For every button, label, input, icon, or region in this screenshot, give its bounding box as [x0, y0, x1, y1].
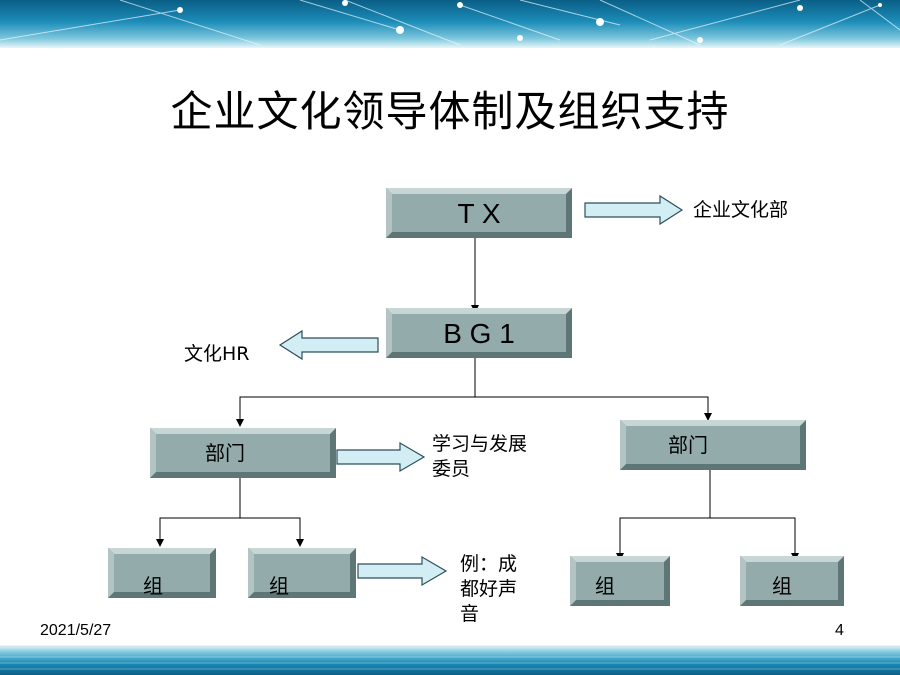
note-culture-hr: 文化HR: [184, 343, 250, 365]
arrow-left-bg: [278, 329, 379, 361]
note-example-line2: 都好声: [460, 578, 518, 600]
arrow-right-group: [357, 555, 448, 587]
bottom-stripe-decoration: [0, 656, 900, 670]
footer-band: [0, 645, 900, 675]
box-dept-left: [150, 428, 336, 478]
box-dept-left-label: 部门: [205, 441, 245, 465]
connector-dept-right-group-rl: [616, 470, 711, 561]
arrow-right-dept: [336, 441, 426, 473]
connector-dept-left-group-lr: [240, 517, 304, 547]
box-group-ll: [108, 548, 216, 598]
connector-dept-right-group-rr: [710, 517, 799, 561]
connector-lines: [156, 238, 799, 561]
connector-dept-left-group-ll: [156, 478, 241, 547]
network-pattern-decoration: [0, 0, 900, 46]
note-learning-committee: 学习与发展 委员: [432, 432, 527, 482]
box-bg1-label: B G 1: [443, 318, 515, 349]
box-group-lr-label: 组: [269, 574, 289, 598]
note-enterprise-culture-dept: 企业文化部: [693, 199, 789, 221]
box-tx-label: T X: [457, 198, 501, 229]
box-group-rl: [570, 556, 670, 606]
box-dept-right: [620, 420, 806, 470]
box-dept-right-label: 部门: [668, 433, 708, 457]
note-example-line3: 音: [460, 603, 480, 625]
box-group-rl-label: 组: [595, 574, 615, 598]
box-group-lr: [248, 548, 356, 598]
box-group-rr-label: 组: [772, 574, 792, 598]
box-group-ll-label: 组: [143, 574, 163, 598]
note-learning-committee-line1: 学习与发展: [432, 433, 528, 455]
note-learning-committee-line2: 委员: [432, 458, 471, 480]
note-example: 例：成 都好声 音: [460, 552, 517, 627]
page-number: 4: [835, 622, 844, 639]
connector-bg-dept-left: [236, 358, 476, 427]
footer-date: 2021/5/27: [40, 622, 112, 639]
note-example-line1: 例：成: [460, 553, 518, 575]
box-bg1: [386, 308, 572, 358]
box-group-rr: [740, 556, 844, 606]
box-tx: [386, 188, 572, 238]
header-band: [0, 0, 900, 48]
arrow-right-tx: [584, 194, 684, 226]
slide-title: 企业文化领导体制及组织支持: [170, 87, 730, 136]
connector-bg-dept-right: [475, 396, 712, 421]
